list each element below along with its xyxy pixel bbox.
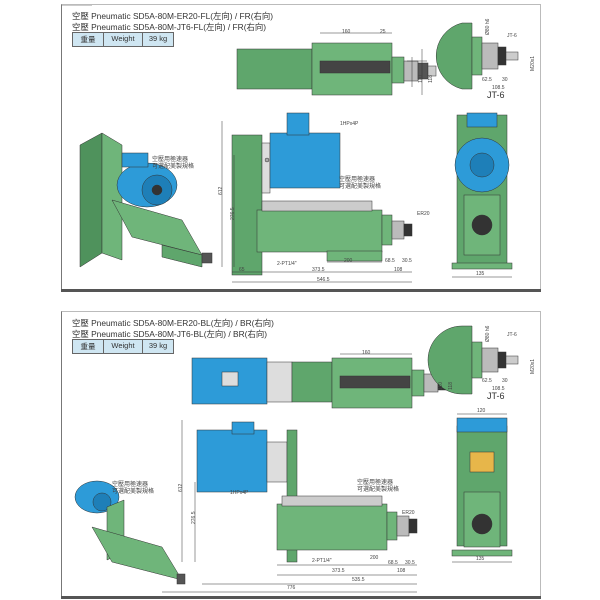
weight-value: 39 kg (143, 33, 173, 46)
jt6-side-view (436, 22, 519, 90)
jt-30: 30 (502, 378, 508, 384)
side-note: 空壓用極速器可選配美製規格 (357, 480, 400, 493)
side-view (162, 420, 418, 593)
jt-small-label: JT-6 (507, 332, 517, 338)
dim-65: 65 (239, 267, 245, 273)
jt-62: 62.5 (482, 378, 492, 384)
side-view (62, 5, 413, 283)
port-label: 2-PT1/4" (277, 261, 297, 267)
collet-label: ER20 (417, 211, 430, 217)
jt-108: 108.5 (492, 85, 505, 91)
jt-dia: Ø80 h6 (485, 18, 491, 35)
dim-110: 110 (418, 75, 424, 83)
weight-label-en: Weight (104, 33, 143, 46)
technical-drawing (62, 5, 519, 283)
isometric-view (79, 132, 213, 268)
dim-276: 276.5 (230, 207, 236, 220)
jt-108: 108.5 (492, 386, 505, 392)
jt-thread: M20x1 (530, 358, 536, 374)
product-panel-fl-fr: 空壓 Pneumatic SD5A-80M-ER20-FL(左向) / FR(右… (61, 4, 541, 292)
weight-table: 重量 Weight 39 kg (72, 339, 174, 354)
dim-118: 118 (428, 75, 434, 83)
iso-note: 空壓用極速器可選配美製規格 (152, 157, 195, 170)
dim-612: 612 (178, 483, 184, 492)
product-panel-bl-br: 空壓 Pneumatic SD5A-80M-ER20-BL(左向) / BR(右… (61, 311, 541, 599)
jt-small-label: JT-6 (507, 33, 517, 39)
dim-200: 200 (370, 555, 379, 561)
model-title-er20: 空壓 Pneumatic SD5A-80M-ER20-FL(左向) / FR(右… (72, 11, 274, 21)
weight-label-zh: 重量 (73, 33, 104, 46)
jt6-side-view (427, 325, 519, 395)
dim-30: 30.5 (405, 560, 415, 566)
dim-200: 200 (344, 258, 353, 264)
jt6-label: JT-6 (487, 90, 505, 100)
collet-label: ER20 (402, 510, 415, 516)
dim-135: 135 (476, 556, 485, 562)
side-note: 空壓用極速器可選配美製規格 (339, 177, 382, 190)
jt6-label: JT-6 (487, 391, 505, 401)
dim-612: 612 (218, 186, 224, 195)
front-view (451, 413, 513, 563)
jt-30: 30 (502, 77, 508, 83)
motor-label: 1HPx4P (230, 490, 249, 496)
port-label: 2-PT1/4" (312, 558, 332, 564)
model-title-jt6: 空壓 Pneumatic SD5A-80M-JT6-FL(左向) / FR(右向… (72, 22, 267, 32)
weight-value: 39 kg (143, 340, 173, 353)
dim-160: 160 (342, 29, 351, 35)
top-view-spindle (236, 32, 437, 96)
dim-25: 25 (380, 29, 386, 35)
dim-373: 373.5 (332, 568, 345, 574)
dim-776: 776 (287, 585, 296, 591)
model-title-jt6: 空壓 Pneumatic SD5A-80M-JT6-BL(左向) / BR(右向… (72, 329, 267, 339)
weight-table: 重量 Weight 39 kg (72, 32, 174, 47)
jt-thread: M20x1 (530, 55, 536, 71)
dim-68: 68.5 (385, 258, 395, 264)
dim-276: 276.5 (191, 511, 197, 524)
dim-373: 373.5 (312, 267, 325, 273)
top-view-spindle (191, 353, 447, 409)
jt-62: 62.5 (482, 77, 492, 83)
dim-546: 546.5 (317, 277, 330, 283)
dim-120: 120 (477, 408, 486, 414)
technical-drawing (74, 325, 519, 593)
panel-divider (61, 596, 541, 599)
model-title-er20: 空壓 Pneumatic SD5A-80M-ER20-BL(左向) / BR(右… (72, 318, 274, 328)
dim-535: 535.5 (352, 577, 365, 583)
dim-118: 118 (448, 382, 454, 390)
dim-108: 108 (394, 267, 403, 273)
front-view (451, 112, 513, 278)
isometric-view (74, 480, 186, 585)
dim-108: 108 (397, 568, 406, 574)
weight-label-en: Weight (104, 340, 143, 353)
jt-dia: Ø80 h6 (485, 325, 491, 342)
dim-135: 135 (476, 271, 485, 277)
motor-label: 1HPx4P (340, 121, 359, 127)
panel-divider (61, 289, 541, 292)
dim-30: 30.5 (402, 258, 412, 264)
dim-110: 110 (438, 382, 444, 390)
weight-label-zh: 重量 (73, 340, 104, 353)
dim-160: 160 (362, 350, 371, 356)
iso-note: 空壓用極速器可選配美製規格 (112, 482, 155, 495)
dim-68: 68.5 (388, 560, 398, 566)
